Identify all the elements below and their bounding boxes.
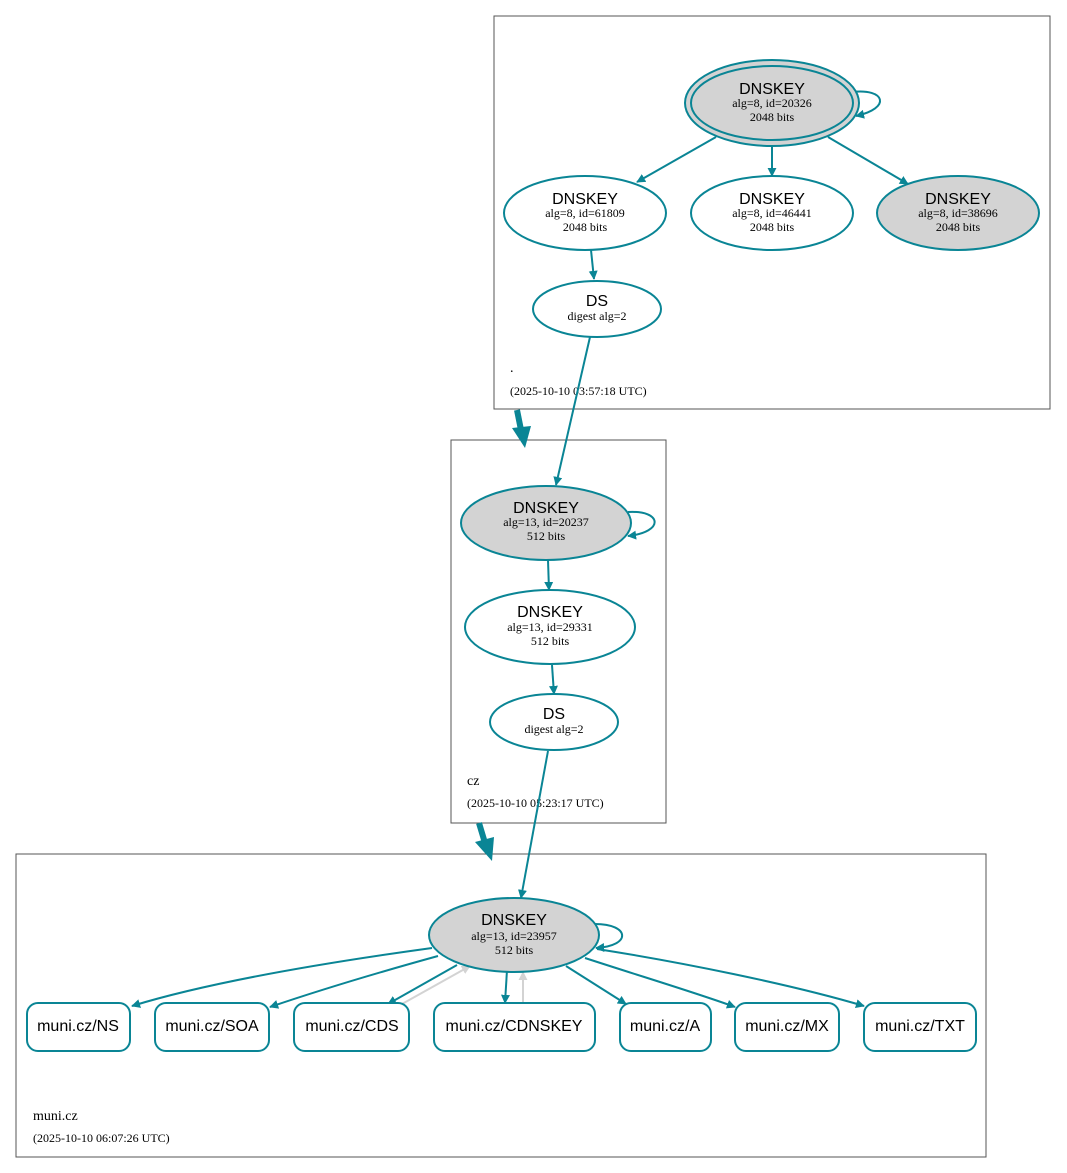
node-cz-ds-detail: digest alg=2 [524, 722, 583, 736]
node-root-ksk2-type: DNSKEY [925, 191, 991, 208]
node-root-zsk2-size: 2048 bits [750, 220, 795, 234]
edge-cds-muni-ksk [401, 965, 471, 1005]
zone-root-box [493, 15, 1051, 410]
node-muni-ksk-type: DNSKEY [481, 912, 547, 929]
rrset-cdnskey-box [433, 1002, 596, 1052]
rrset-mx[interactable]: muni.cz/MX [734, 1002, 840, 1052]
zone-muni: muni.cz (2025-10-10 06:07:26 UTC) [15, 853, 987, 1158]
node-cz-ksk-shape [460, 485, 632, 561]
rrset-txt-label: muni.cz/TXT [875, 1018, 965, 1035]
rrset-ns-label: muni.cz/NS [37, 1018, 119, 1035]
edge-cz-ds-muni-ksk [518, 750, 549, 899]
edge-root-zsk1-ds [588, 249, 598, 280]
node-root-zsk1[interactable]: DNSKEY alg=8, id=61809 2048 bits [503, 175, 667, 251]
edge-muni-mx [584, 957, 736, 1009]
delegation-arrows [475, 409, 531, 861]
node-root-ksk2-shape [876, 175, 1040, 251]
edge-muni-txt [596, 948, 865, 1009]
edge-root-ds-cz-ksk [553, 336, 591, 486]
zone-muni-timestamp: (2025-10-10 06:07:26 UTC) [33, 1131, 170, 1145]
delegation-cz-muni-head [475, 837, 494, 861]
node-root-ds-detail: digest alg=2 [567, 309, 626, 323]
node-muni-ksk-shape [428, 897, 600, 973]
delegation-root-cz-head [512, 426, 531, 448]
node-muni-ksk[interactable]: DNSKEY alg=13, id=23957 512 bits [428, 897, 600, 973]
node-root-zsk1-detail: alg=8, id=61809 [545, 206, 625, 220]
edge-muni-cdnskey [500, 969, 510, 1004]
rrset-cdnskey-label: muni.cz/CDNSKEY [446, 1018, 583, 1035]
node-cz-ksk-detail: alg=13, id=20237 [503, 515, 589, 529]
rrset-ns[interactable]: muni.cz/NS [26, 1002, 131, 1052]
node-root-ds[interactable]: DS digest alg=2 [532, 280, 662, 338]
edge-cz-ksk-self [627, 510, 656, 540]
node-root-zsk2-detail: alg=8, id=46441 [732, 206, 812, 220]
rrset-a-box [619, 1002, 712, 1052]
rrset-soa-box [154, 1002, 270, 1052]
zone-muni-label: muni.cz [33, 1109, 78, 1124]
node-cz-ds-type: DS [543, 706, 565, 723]
rrset-cdnskey[interactable]: muni.cz/CDNSKEY [433, 1002, 596, 1052]
zone-cz: cz (2025-10-10 05:23:17 UTC) [450, 439, 667, 824]
node-root-zsk1-type: DNSKEY [552, 191, 618, 208]
zone-cz-box [450, 439, 667, 824]
node-root-zsk1-shape [503, 175, 667, 251]
rrset-soa[interactable]: muni.cz/SOA [154, 1002, 270, 1052]
node-cz-ds[interactable]: DS digest alg=2 [489, 693, 619, 751]
zone-cz-timestamp: (2025-10-10 05:23:17 UTC) [467, 796, 604, 810]
rrset-soa-label: muni.cz/SOA [165, 1018, 259, 1035]
rrset-mx-label: muni.cz/MX [745, 1018, 829, 1035]
edge-cz-zsk-ds [548, 664, 558, 695]
rrset-a[interactable]: muni.cz/A [619, 1002, 712, 1052]
node-muni-ksk-detail: alg=13, id=23957 [471, 929, 557, 943]
zone-muni-box [15, 853, 987, 1158]
node-cz-zsk[interactable]: DNSKEY alg=13, id=29331 512 bits [464, 589, 636, 665]
edge-cz-ksk-zsk [544, 559, 554, 591]
node-root-ds-type: DS [586, 293, 608, 310]
edge-muni-cds [387, 964, 458, 1005]
node-root-ksk-size: 2048 bits [750, 110, 795, 124]
delegation-root-cz [514, 409, 524, 431]
node-root-ksk[interactable]: DNSKEY alg=8, id=20326 2048 bits [684, 59, 860, 147]
node-root-ksk-inner [690, 65, 854, 141]
rrset-txt-box [863, 1002, 977, 1052]
node-cz-zsk-type: DNSKEY [517, 604, 583, 621]
node-root-ksk2[interactable]: DNSKEY alg=8, id=38696 2048 bits [876, 175, 1040, 251]
rrset-cds-box [293, 1002, 410, 1052]
node-cz-ksk-size: 512 bits [527, 529, 566, 543]
edge-root-ksk-self [851, 90, 881, 119]
edge-root-ksk-zsk1 [636, 136, 717, 183]
zone-root-label: . [510, 361, 514, 376]
node-root-ds-shape [532, 280, 662, 338]
node-muni-ksk-size: 512 bits [495, 943, 534, 957]
node-cz-zsk-size: 512 bits [531, 634, 570, 648]
edge-root-ksk-ksk2 [827, 136, 909, 185]
rrset-txt[interactable]: muni.cz/TXT [863, 1002, 977, 1052]
node-cz-ds-shape [489, 693, 619, 751]
node-cz-ksk-type: DNSKEY [513, 500, 579, 517]
node-cz-ksk[interactable]: DNSKEY alg=13, id=20237 512 bits [460, 485, 632, 561]
node-cz-zsk-shape [464, 589, 636, 665]
rrset-a-label: muni.cz/A [630, 1018, 701, 1035]
node-root-zsk2-type: DNSKEY [739, 191, 805, 208]
node-root-ksk2-size: 2048 bits [936, 220, 981, 234]
node-root-zsk1-size: 2048 bits [563, 220, 608, 234]
node-root-zsk2-shape [690, 175, 854, 251]
node-cz-zsk-detail: alg=13, id=29331 [507, 620, 593, 634]
rrset-cds-label: muni.cz/CDS [305, 1018, 398, 1035]
zone-cz-label: cz [467, 774, 479, 789]
edge-muni-soa [269, 955, 439, 1009]
edges [131, 90, 909, 1009]
rrset-ns-box [26, 1002, 131, 1052]
edge-muni-a [565, 965, 627, 1005]
rrset-cds[interactable]: muni.cz/CDS [293, 1002, 410, 1052]
node-root-ksk-detail: alg=8, id=20326 [732, 96, 812, 110]
node-root-ksk2-detail: alg=8, id=38696 [918, 206, 998, 220]
node-root-zsk2[interactable]: DNSKEY alg=8, id=46441 2048 bits [690, 175, 854, 251]
rrset-mx-box [734, 1002, 840, 1052]
edge-muni-ns [131, 947, 433, 1008]
node-root-ksk-type: DNSKEY [739, 81, 805, 98]
edge-muni-ksk-self [594, 923, 624, 953]
